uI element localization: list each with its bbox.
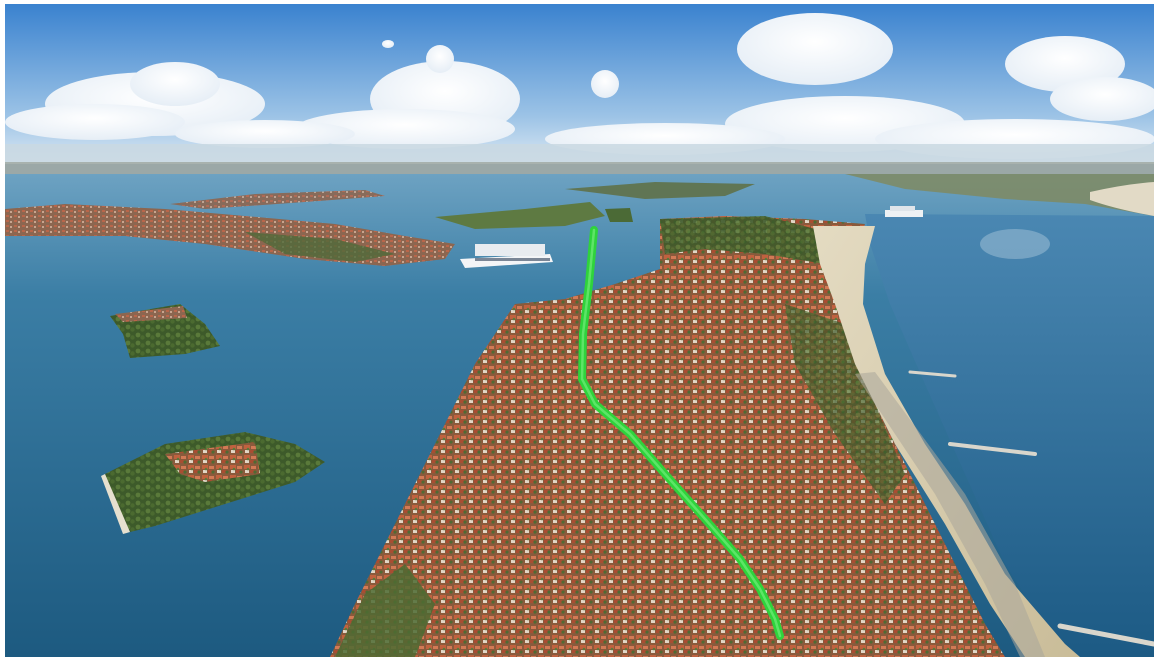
far-beach-right — [1090, 182, 1154, 216]
venice-gardens — [245, 232, 395, 262]
cruise-ship — [460, 244, 553, 268]
far-island-murano — [170, 190, 385, 209]
cruise-ship-far — [885, 206, 923, 217]
lido-east-greenery — [785, 304, 905, 504]
sea-glare — [980, 229, 1050, 259]
aerial-photo — [5, 4, 1154, 657]
island-large-buildings — [165, 442, 260, 482]
groynes — [908, 370, 1154, 647]
island-large-shore — [101, 474, 130, 534]
lido-north-greenery — [660, 216, 835, 264]
route-line-highlight — [580, 228, 782, 638]
island-small-buildings — [115, 306, 187, 322]
far-land-right — [845, 174, 1154, 216]
beach-cabins — [855, 372, 1045, 657]
aerial-scene — [5, 4, 1154, 657]
open-sea — [865, 214, 1154, 657]
beach — [813, 226, 1080, 657]
far-island-center — [435, 202, 605, 229]
island-large-bottom — [105, 432, 325, 532]
far-island-north — [565, 182, 755, 199]
lido-park — [335, 564, 435, 657]
small-island-center — [605, 208, 633, 222]
